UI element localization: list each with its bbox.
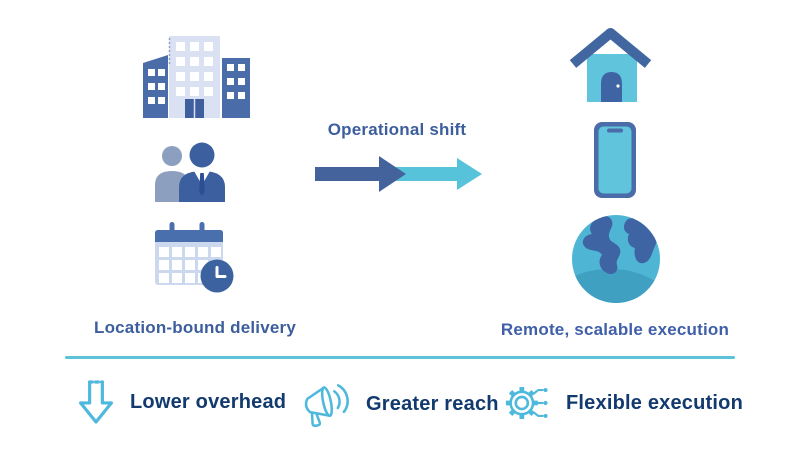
benefit-label: Lower overhead <box>130 390 287 413</box>
gear-circuit-icon <box>502 380 552 426</box>
right-caption: Remote, scalable execution <box>500 320 730 339</box>
left-caption: Location-bound delivery <box>93 318 296 337</box>
teal-right-arrow-icon <box>395 157 483 191</box>
house-icon <box>563 28 668 108</box>
people-icon <box>150 140 250 202</box>
down-arrow-icon <box>76 378 116 426</box>
benefit-greater-reach: Greater reach <box>296 378 499 430</box>
smartphone-icon <box>594 122 636 198</box>
operational-shift-label: Operational shift <box>327 120 467 139</box>
benefit-lower-overhead: Lower overhead <box>76 376 286 428</box>
benefit-flexible-execution: Flexible execution <box>502 377 743 429</box>
megaphone-icon <box>296 380 352 428</box>
benefit-label: Flexible execution <box>566 391 743 414</box>
buildings-icon <box>140 33 255 118</box>
benefit-label: Greater reach <box>366 392 499 415</box>
calendar-clock-icon <box>148 222 253 300</box>
globe-icon <box>572 215 660 303</box>
divider-line <box>65 356 735 359</box>
dark-right-arrow-icon <box>315 155 407 193</box>
